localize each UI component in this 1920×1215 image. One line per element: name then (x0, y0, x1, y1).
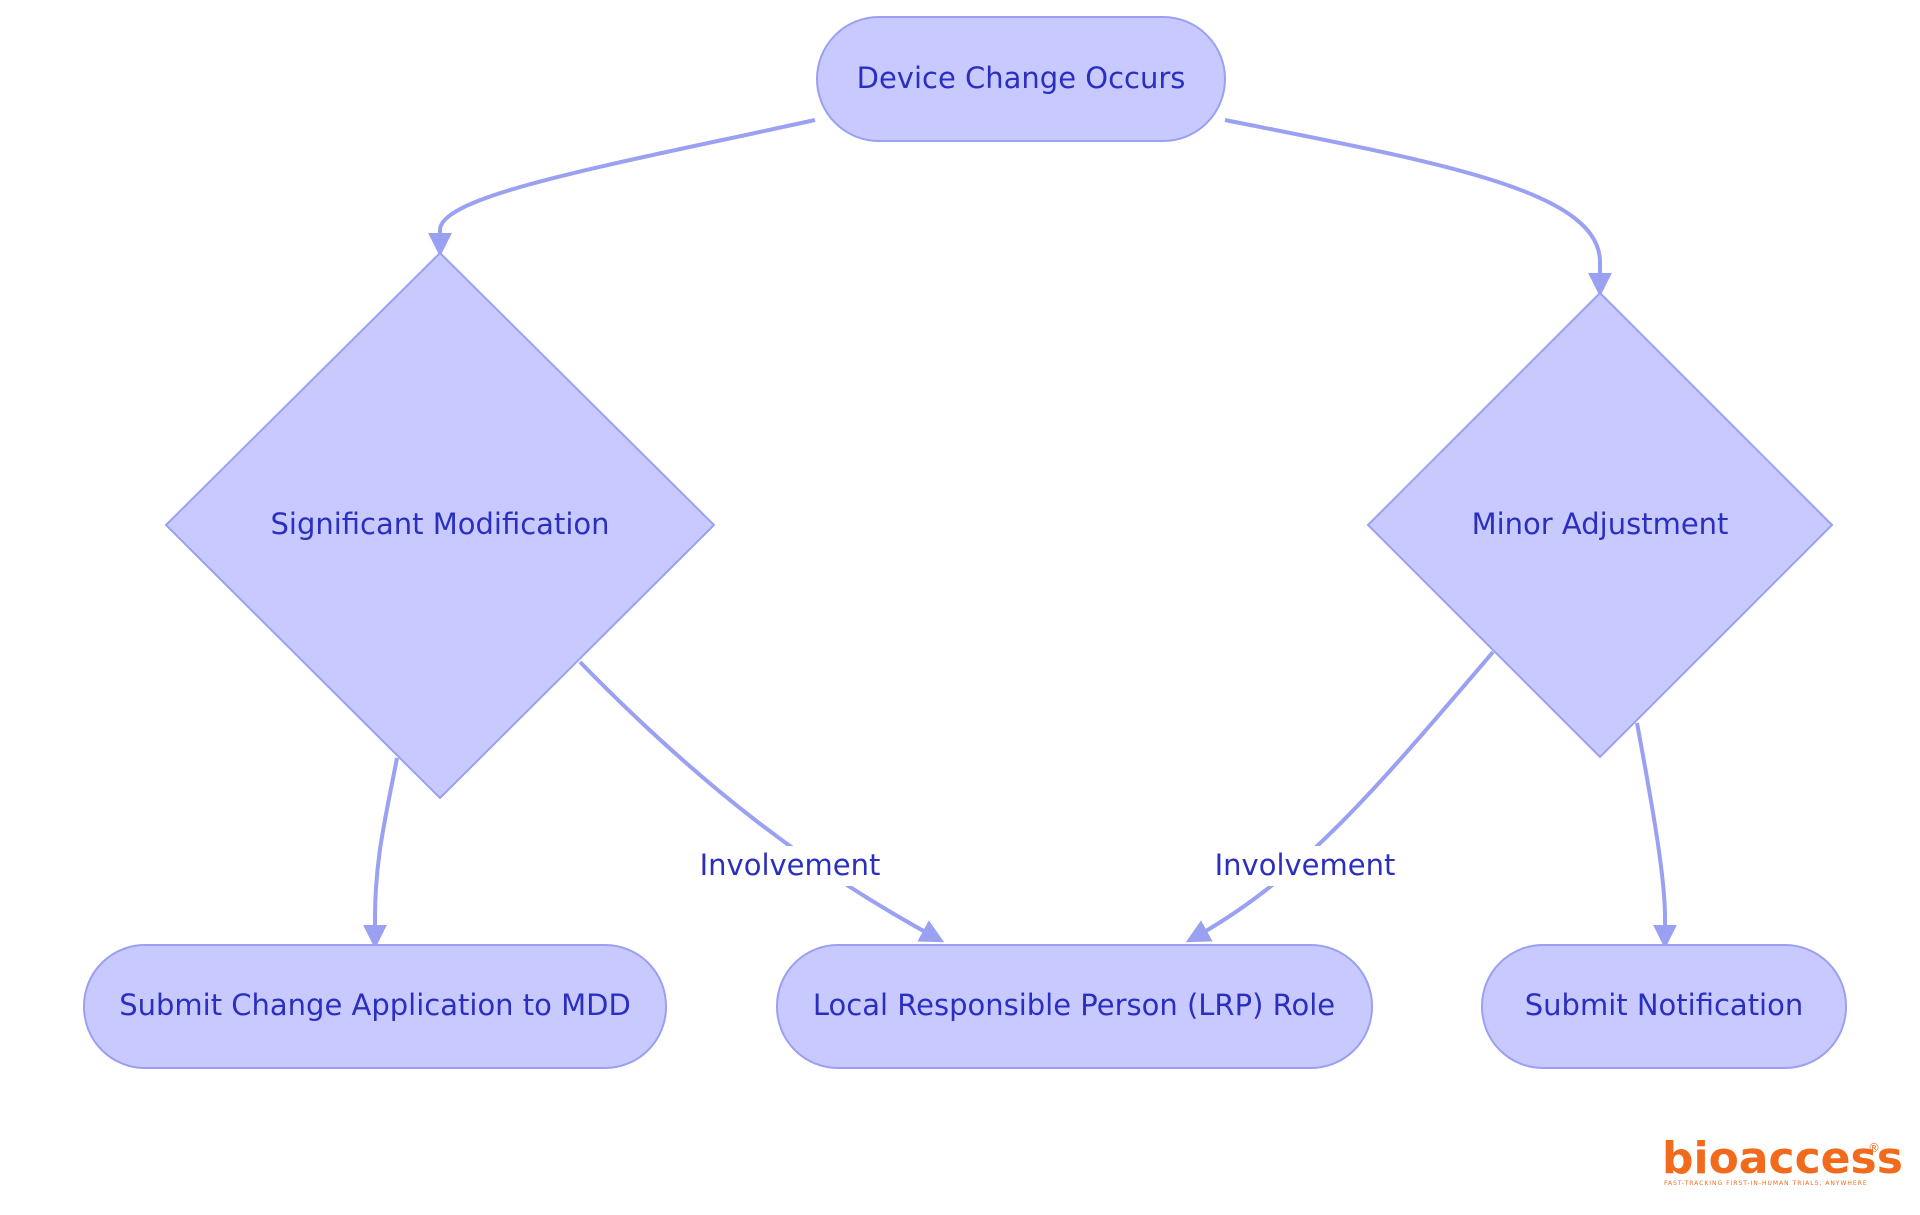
node-lrp-role (776, 944, 1373, 1069)
decision-minor-adjustment (1366, 291, 1834, 759)
node-device-change-occurs (816, 16, 1226, 142)
decision-label-minor-adjustment: Minor Adjustment (1472, 507, 1729, 541)
edge-label-involvement-right: Involvement (1215, 848, 1396, 882)
node-submit-change-application (83, 944, 667, 1069)
edge-start-to-minor (1224, 118, 1612, 297)
node-submit-notification (1481, 944, 1847, 1069)
node-label-submit-change-application: Submit Change Application to MDD (119, 988, 631, 1022)
node-label-device-change-occurs: Device Change Occurs (857, 61, 1186, 95)
edge-label-bg (700, 846, 880, 886)
decision-significant-modification (164, 251, 716, 800)
edge-label-involvement-left: Involvement (700, 848, 881, 882)
edge-minor-to-lrp (1185, 650, 1495, 943)
decision-label-significant-modification: Significant Modification (270, 507, 609, 541)
bioaccess-logo: bioaccess ® FAST-TRACKING FIRST-IN-HUMAN… (1662, 1133, 1903, 1187)
edge-label-bg (1215, 846, 1395, 886)
logo-registered-mark: ® (1868, 1141, 1880, 1155)
edge-minor-to-submit-notification (1635, 722, 1677, 949)
edge-start-to-significant (428, 118, 816, 257)
node-label-submit-notification: Submit Notification (1525, 988, 1804, 1022)
logo-tagline: FAST-TRACKING FIRST-IN-HUMAN TRIALS, ANY… (1664, 1180, 1868, 1187)
node-label-lrp-role: Local Responsible Person (LRP) Role (813, 988, 1335, 1022)
edge-significant-to-submit-application (363, 757, 399, 949)
edge-significant-to-lrp (578, 660, 945, 943)
logo-wordmark: bioaccess (1662, 1133, 1903, 1184)
